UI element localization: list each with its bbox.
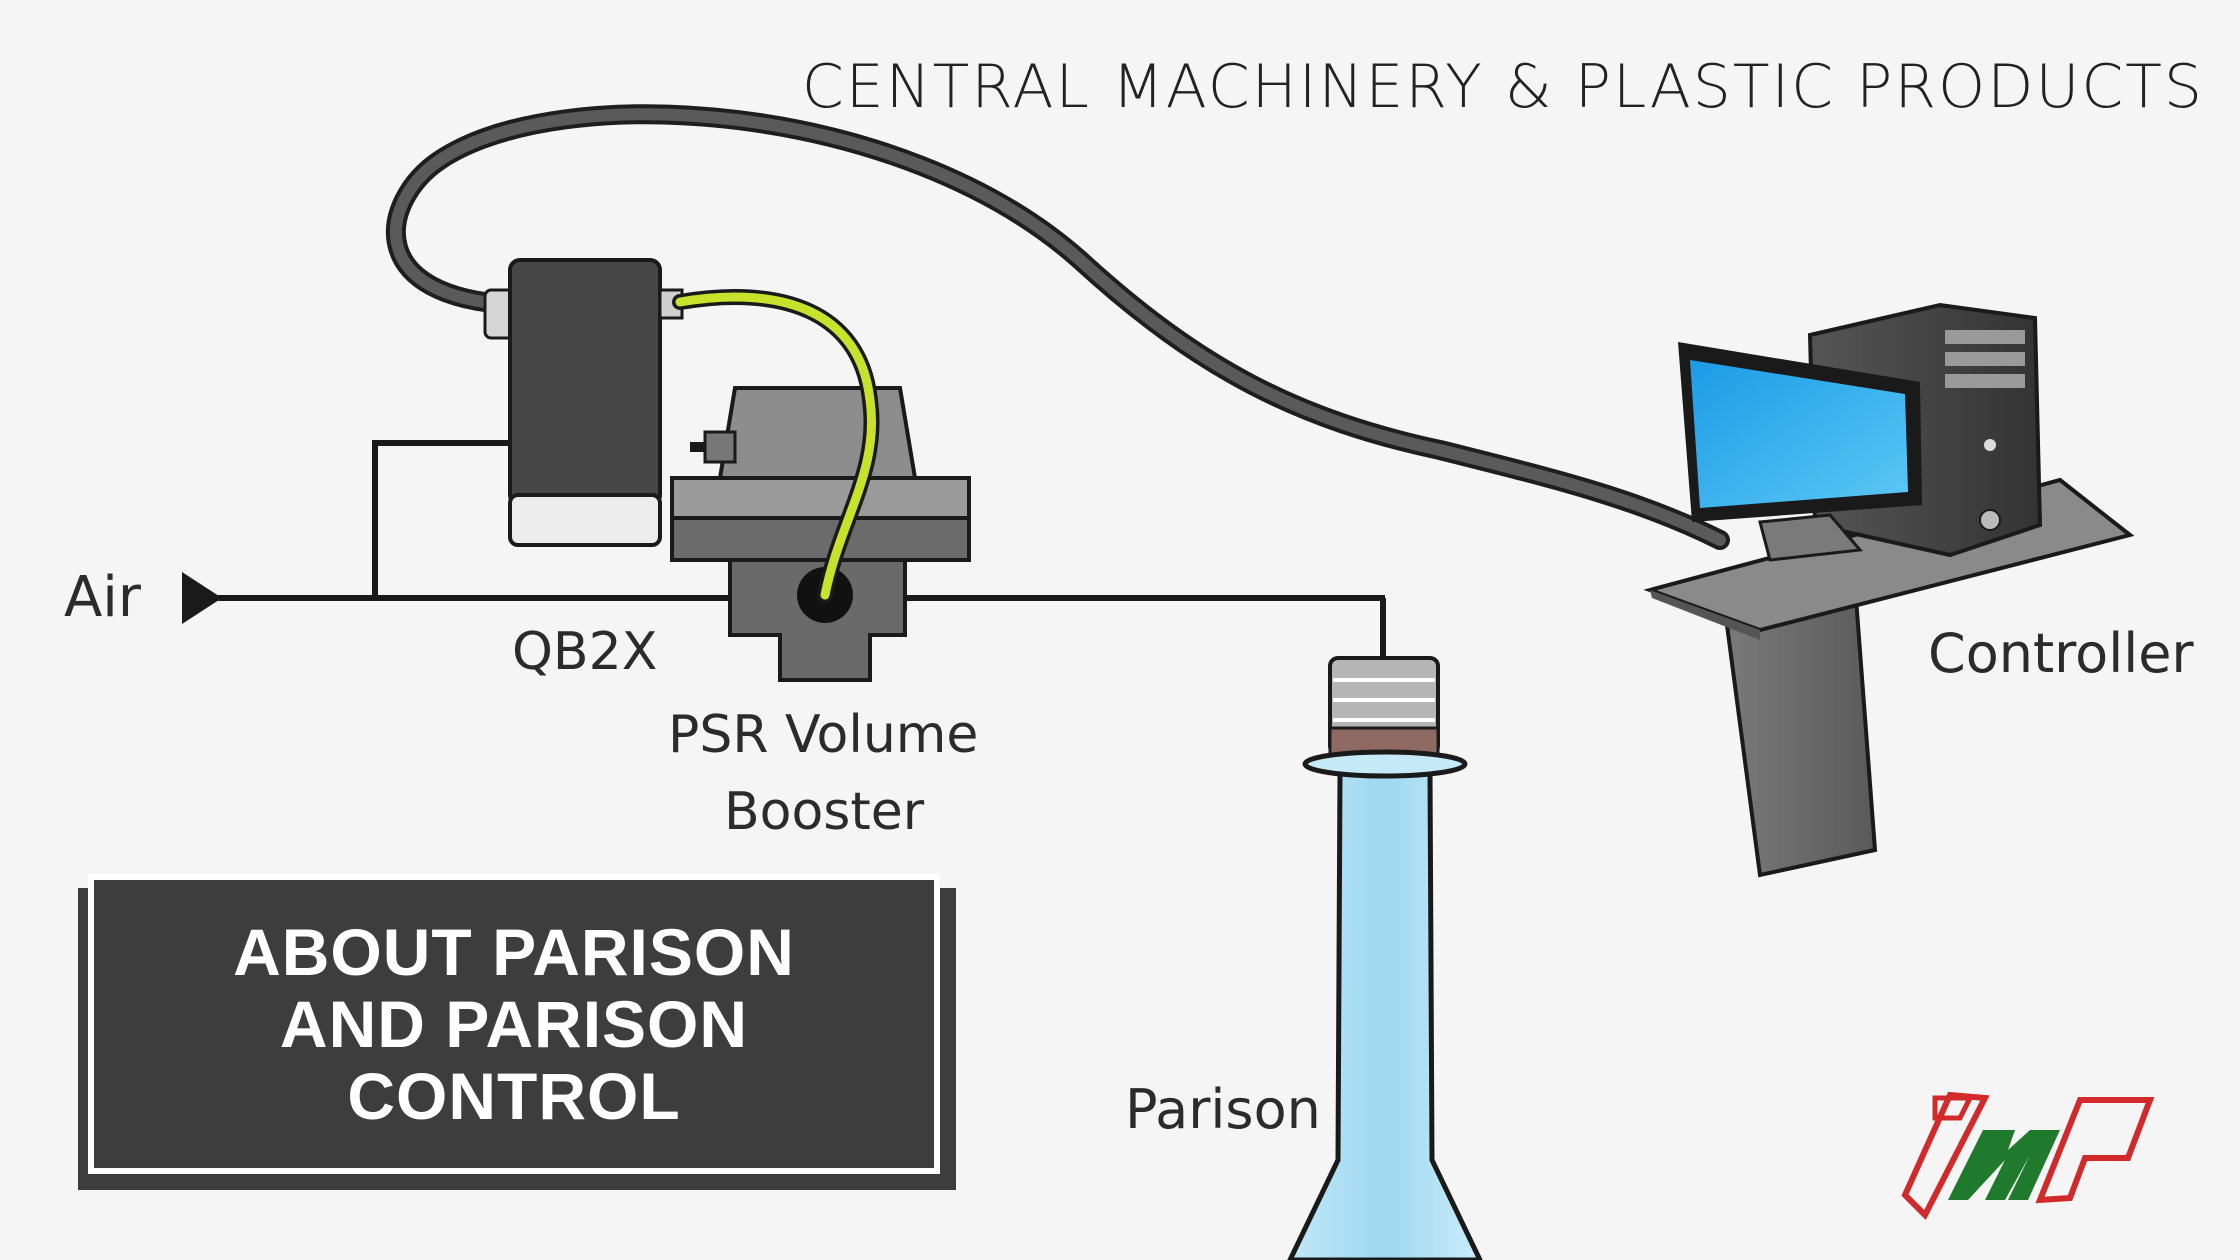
- title-card: ABOUT PARISON AND PARISON CONTROL: [78, 874, 956, 1190]
- psr-label-line2: Booster: [724, 782, 925, 842]
- controller-label: Controller: [1928, 622, 2194, 685]
- qb2x-valve: [483, 258, 684, 547]
- title-line-2: AND PARISON: [279, 987, 749, 1061]
- title-line-3: CONTROL: [347, 1059, 681, 1133]
- air-label: Air: [64, 565, 141, 630]
- controller-computer: [1643, 302, 2135, 878]
- parison-tube: [1287, 656, 1483, 1260]
- signal-cable: [385, 104, 1730, 550]
- company-name: CENTRAL MACHINERY & PLASTIC PRODUCTS: [801, 52, 2204, 122]
- cmp-logo: [1901, 1091, 2155, 1221]
- psr-label-line1: PSR Volume: [668, 705, 979, 765]
- psr-volume-booster: [670, 386, 971, 682]
- yellow-cable: [672, 289, 880, 603]
- title-line-1: ABOUT PARISON: [233, 915, 795, 989]
- parison-label: Parison: [1125, 1078, 1321, 1141]
- qb2x-label: QB2X: [512, 622, 658, 682]
